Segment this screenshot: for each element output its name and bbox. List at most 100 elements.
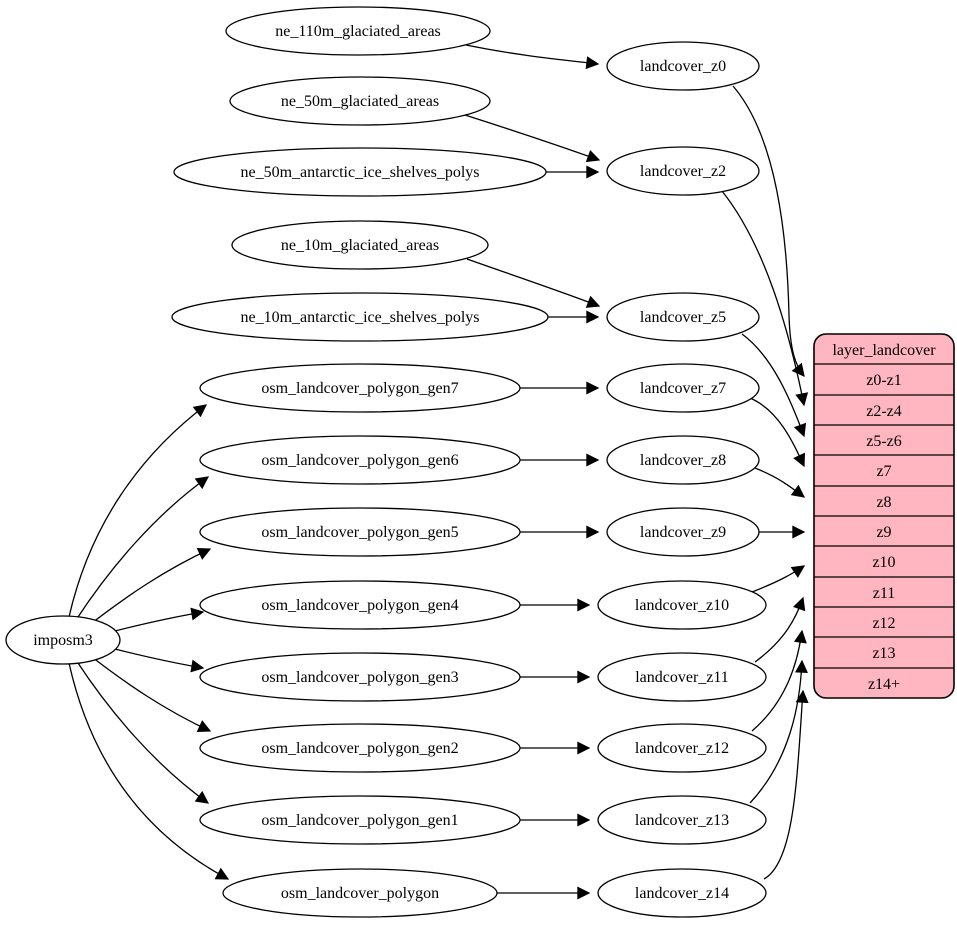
- node-landcover-z0: landcover_z0: [606, 41, 760, 91]
- edge: [763, 689, 809, 880]
- node-landcover-z14: landcover_z14: [597, 868, 767, 918]
- table-layer-landcover: layer_landcover z0-z1 z2-z4 z5-z6 z7 z8 …: [813, 333, 955, 699]
- node-ellipse: [606, 435, 760, 485]
- edge: [721, 190, 809, 407]
- node-ellipse: [222, 868, 498, 918]
- node-label: landcover_z12: [635, 740, 729, 757]
- table-title: layer_landcover: [832, 342, 936, 359]
- node-label: ne_10m_antarctic_ice_shelves_polys: [240, 309, 479, 326]
- node-ellipse: [199, 652, 521, 702]
- table-row: z5-z6: [866, 433, 902, 450]
- node-label: landcover_z9: [640, 524, 726, 541]
- node-label: imposm3: [33, 632, 93, 649]
- edges-sources-to-processes: [464, 44, 601, 900]
- node-label: osm_landcover_polygon_gen1: [261, 812, 458, 829]
- node-ellipse: [199, 723, 521, 773]
- node-ne-10m-antarctic-ice-shelves-polys: ne_10m_antarctic_ice_shelves_polys: [171, 292, 549, 342]
- edge: [75, 476, 210, 621]
- node-landcover-z9: landcover_z9: [606, 507, 760, 557]
- node-ellipse: [5, 615, 121, 665]
- node-label: ne_50m_antarctic_ice_shelves_polys: [240, 164, 479, 181]
- edge: [741, 333, 807, 438]
- node-ellipse: [199, 795, 521, 845]
- edge: [75, 659, 210, 804]
- node-ellipse: [597, 580, 767, 630]
- edge: [754, 467, 806, 498]
- node-ellipse: [199, 363, 521, 413]
- node-label: osm_landcover_polygon_gen6: [261, 452, 458, 469]
- node-label: ne_50m_glaciated_areas: [281, 93, 439, 110]
- node-osm-landcover-polygon-gen4: osm_landcover_polygon_gen4: [199, 580, 521, 630]
- node-label: osm_landcover_polygon_gen5: [261, 524, 458, 541]
- node-osm-landcover-polygon-gen6: osm_landcover_polygon_gen6: [199, 435, 521, 485]
- node-label: osm_landcover_polygon: [281, 885, 439, 902]
- node-ellipse: [231, 220, 489, 270]
- node-osm-landcover-polygon-gen2: osm_landcover_polygon_gen2: [199, 723, 521, 773]
- edge: [87, 653, 212, 732]
- node-landcover-z7: landcover_z7: [606, 363, 760, 413]
- edge: [751, 565, 806, 593]
- node-ellipse: [597, 652, 767, 702]
- node-ellipse: [606, 146, 760, 196]
- edge: [732, 85, 805, 378]
- node-ellipse: [199, 580, 521, 630]
- node-label: landcover_z14: [635, 885, 729, 902]
- node-label: landcover_z8: [640, 452, 726, 469]
- edge: [749, 659, 808, 804]
- node-ne-10m-glaciated-areas: ne_10m_glaciated_areas: [231, 220, 489, 270]
- edge: [754, 596, 806, 663]
- node-landcover-z2: landcover_z2: [606, 146, 760, 196]
- table-row: z12: [872, 615, 895, 632]
- node-label: landcover_z2: [640, 163, 726, 180]
- node-osm-landcover-polygon-gen5: osm_landcover_polygon_gen5: [199, 507, 521, 557]
- node-label: osm_landcover_polygon_gen7: [261, 380, 458, 397]
- node-ellipse: [606, 507, 760, 557]
- node-label: landcover_z5: [640, 309, 726, 326]
- edge: [106, 607, 205, 634]
- node-osm-landcover-polygon-gen7: osm_landcover_polygon_gen7: [199, 363, 521, 413]
- node-landcover-z8: landcover_z8: [606, 435, 760, 485]
- node-ne-110m-glaciated-areas: ne_110m_glaciated_areas: [225, 6, 491, 56]
- node-label: landcover_z7: [640, 380, 726, 397]
- node-ellipse: [606, 292, 760, 342]
- edge: [466, 258, 601, 308]
- node-label: osm_landcover_polygon_gen4: [261, 597, 458, 614]
- node-osm-landcover-polygon-gen1: osm_landcover_polygon_gen1: [199, 795, 521, 845]
- node-osm-landcover-polygon: osm_landcover_polygon: [222, 868, 498, 918]
- node-ne-50m-antarctic-ice-shelves-polys: ne_50m_antarctic_ice_shelves_polys: [173, 147, 547, 197]
- node-landcover-z13: landcover_z13: [597, 795, 767, 845]
- table-row: z8: [876, 494, 891, 511]
- table-row: z2-z4: [866, 403, 902, 420]
- edges-processes-to-table: [721, 85, 809, 880]
- node-ellipse: [597, 795, 767, 845]
- node-label: osm_landcover_polygon_gen2: [261, 740, 458, 757]
- table-row: z14+: [868, 676, 900, 693]
- edge: [106, 646, 205, 673]
- node-ellipse: [597, 723, 767, 773]
- edge: [749, 397, 805, 468]
- node-ne-50m-glaciated-areas: ne_50m_glaciated_areas: [229, 76, 491, 126]
- edges-imposm3-to-sources: [68, 404, 230, 880]
- node-label: ne_110m_glaciated_areas: [275, 23, 441, 40]
- node-ellipse: [229, 76, 491, 126]
- edge: [465, 44, 600, 70]
- edge: [87, 548, 212, 627]
- node-label: ne_10m_glaciated_areas: [281, 237, 439, 254]
- node-label: landcover_z10: [635, 597, 729, 614]
- node-landcover-z5: landcover_z5: [606, 292, 760, 342]
- node-ellipse: [597, 868, 767, 918]
- edge: [68, 662, 230, 880]
- node-ellipse: [173, 147, 547, 197]
- table-row: z10: [872, 554, 895, 571]
- node-label: osm_landcover_polygon_gen3: [261, 669, 458, 686]
- node-ellipse: [171, 292, 549, 342]
- table-row: z9: [876, 524, 891, 541]
- node-ellipse: [199, 435, 521, 485]
- node-ellipse: [225, 6, 491, 56]
- edge: [68, 404, 208, 618]
- node-ellipse: [199, 507, 521, 557]
- table-row: z7: [876, 463, 891, 480]
- node-osm-landcover-polygon-gen3: osm_landcover_polygon_gen3: [199, 652, 521, 702]
